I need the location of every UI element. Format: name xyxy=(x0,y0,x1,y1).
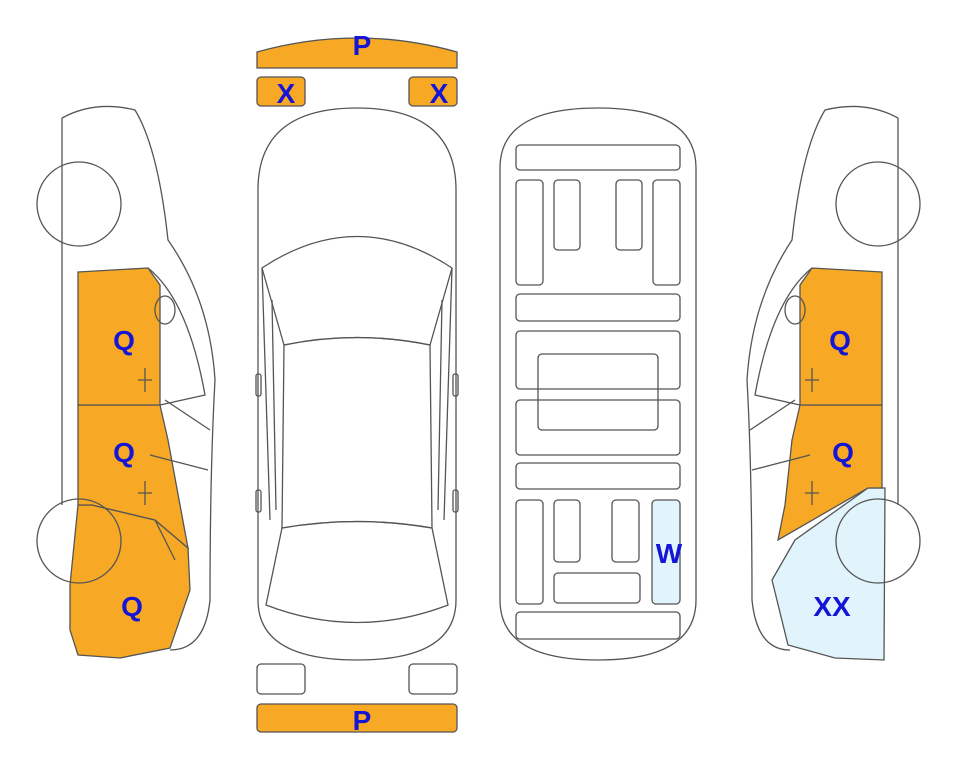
left-front-door-panel[interactable] xyxy=(77,267,161,406)
underbody-floor-front xyxy=(515,330,681,390)
car-top-mirror-left xyxy=(255,373,262,397)
right-rear-door-label: Q xyxy=(832,437,854,468)
car-left-side-view: Q Q Q xyxy=(36,105,216,659)
left-front-door-label: Q xyxy=(113,325,135,356)
right-rear-quarter-label: XX xyxy=(813,591,851,622)
floor-panel-damaged[interactable] xyxy=(651,499,681,605)
car-top-rear-window xyxy=(265,520,449,624)
underbody-front-crossmember xyxy=(515,144,681,171)
underbody-front-right-rail xyxy=(652,179,681,286)
right-side-window-lines xyxy=(749,267,813,471)
right-front-door-panel[interactable] xyxy=(799,267,883,406)
car-top-mirror-right xyxy=(452,373,459,397)
rear-left-lamp[interactable] xyxy=(256,663,306,695)
right-rear-quarter-panel[interactable] xyxy=(771,487,886,661)
underbody-rear-left-rail xyxy=(515,499,544,605)
right-rear-wheel xyxy=(835,498,921,584)
right-rear-door-panel[interactable] xyxy=(777,404,883,542)
right-front-door-label: Q xyxy=(829,325,851,356)
right-lamp-label: X xyxy=(430,78,449,109)
front-bumper-panel[interactable] xyxy=(256,37,458,69)
underbody-front-left-rail xyxy=(515,179,544,286)
car-top-handle-left xyxy=(255,489,262,513)
right-lamp-panel[interactable] xyxy=(408,76,458,107)
rear-bumper-panel[interactable] xyxy=(256,703,458,733)
right-side-body xyxy=(746,105,899,651)
underbody-outline xyxy=(499,107,697,661)
car-right-side-view: Q Q XX xyxy=(746,105,921,661)
left-lamp-label: X xyxy=(277,78,296,109)
left-lamp-panel[interactable] xyxy=(256,76,306,107)
right-front-door-handle-icon xyxy=(805,368,819,392)
right-front-wheel xyxy=(835,161,921,247)
underbody-rear-right-box xyxy=(611,499,640,563)
underbody-floor-rear xyxy=(515,399,681,456)
underbody-spare-well xyxy=(553,572,641,604)
left-rear-wheel xyxy=(36,498,122,584)
underbody-mid-crossmember xyxy=(515,293,681,322)
underbody-front-right-box xyxy=(615,179,643,251)
left-rear-door-panel[interactable] xyxy=(77,404,189,550)
left-front-wheel xyxy=(36,161,122,247)
right-rear-door-handle-icon xyxy=(805,481,819,505)
left-rear-door-label: Q xyxy=(113,437,135,468)
left-side-mirror xyxy=(154,295,176,325)
underbody-front-left-box xyxy=(553,179,581,251)
rear-right-lamp[interactable] xyxy=(408,663,458,695)
underbody-rear-panel xyxy=(515,611,681,640)
underbody-tunnel-plate xyxy=(537,353,659,431)
left-rear-quarter-label: Q xyxy=(121,591,143,622)
car-top-roof xyxy=(281,336,433,529)
floor-panel-label: W xyxy=(656,538,683,569)
underbody-rear-left-box xyxy=(553,499,581,563)
car-top-side-lines xyxy=(261,267,453,521)
car-top-body xyxy=(257,107,457,661)
left-rear-door-handle-icon xyxy=(138,481,152,505)
front-bumper-label: P xyxy=(353,30,372,61)
car-top-windshield xyxy=(261,235,453,346)
rear-bumper-group: P xyxy=(256,663,458,736)
left-side-window-lines xyxy=(147,267,211,561)
car-top-view xyxy=(255,107,459,661)
car-top-handle-right xyxy=(452,489,459,513)
car-top-door-lines xyxy=(271,299,443,511)
left-side-body xyxy=(61,105,216,651)
underbody-rear-crossmember xyxy=(515,462,681,490)
rear-bumper-label: P xyxy=(353,705,372,736)
left-front-door-handle-icon xyxy=(138,368,152,392)
front-bumper-group: P X X xyxy=(256,30,458,109)
right-side-mirror xyxy=(784,295,806,325)
car-underbody-view: W xyxy=(499,107,697,661)
